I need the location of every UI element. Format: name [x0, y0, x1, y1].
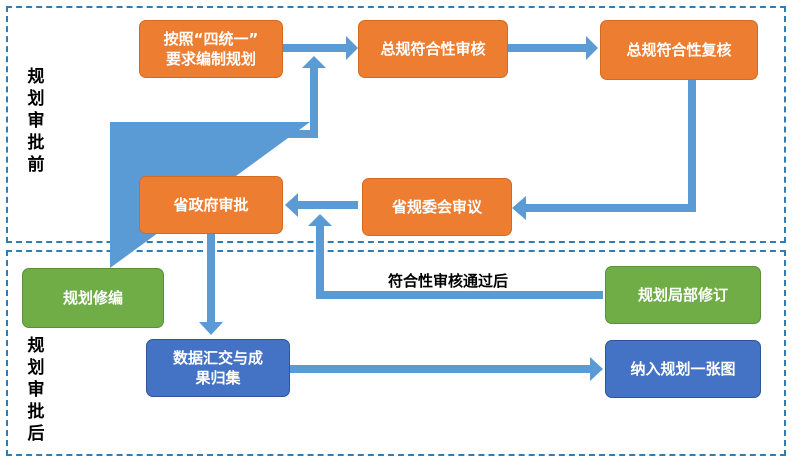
box-government-approval: 省政府审批: [139, 176, 283, 234]
label-after-approval: 规 划 审 批 后: [27, 336, 45, 444]
arrow-revise-to-compile: [110, 56, 326, 268]
arrow-gov-to-collect: [199, 234, 223, 335]
region-after-approval: [6, 250, 786, 456]
box-partial-revision: 规划局部修订: [605, 266, 761, 324]
box-compile-plan: 按照“四统一” 要求编制规划: [139, 20, 283, 78]
box-conformity-recheck: 总规符合性复核: [600, 20, 758, 80]
label-before-approval: 规 划 审 批 前: [27, 67, 45, 175]
region-before-approval: [6, 6, 786, 243]
arrow-recheck-to-council: [512, 80, 696, 220]
arrow-review-to-recheck: [508, 36, 598, 60]
note-passed-review: 符合性审核通过后: [388, 272, 509, 290]
arrow-council-to-gov: [285, 193, 358, 217]
arrow-compile-to-review: [283, 36, 358, 60]
box-council-review: 省规委会审议: [362, 178, 512, 236]
box-plan-revision: 规划修编: [22, 268, 164, 328]
box-data-collection: 数据汇交与成 果归集: [146, 339, 290, 397]
box-one-map: 纳入规划一张图: [605, 340, 761, 398]
arrow-collect-to-onemap: [290, 357, 603, 381]
box-conformity-review: 总规符合性审核: [358, 20, 508, 78]
